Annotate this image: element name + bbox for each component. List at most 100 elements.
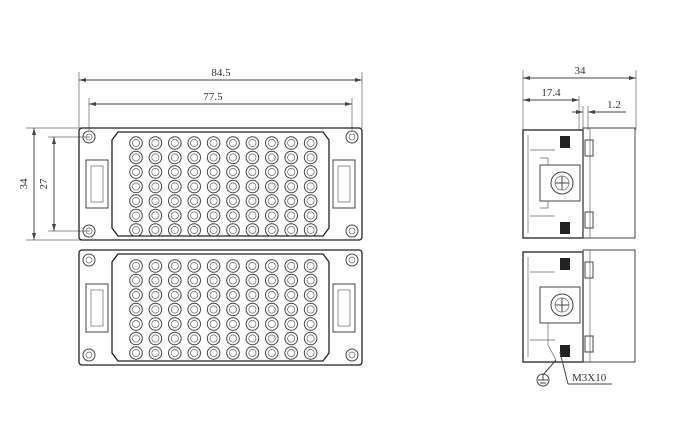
pin-contact-bottom <box>187 259 201 273</box>
pin-contact-top <box>265 179 279 194</box>
pin-contact-top <box>187 194 201 208</box>
pin-contact-bottom <box>129 331 143 346</box>
pin-contact-bottom-socket <box>132 305 140 314</box>
pin-contact-top-socket <box>248 226 257 234</box>
pin-contact-top <box>226 136 240 150</box>
pin-contact-bottom <box>206 317 221 331</box>
pin-contact-top <box>206 194 221 208</box>
pin-contact-top <box>303 136 318 150</box>
pin-contact-top-socket <box>151 211 160 220</box>
pin-contact-top-socket <box>248 182 257 191</box>
pin-contact-top-socket <box>170 182 179 191</box>
pin-contact-top <box>265 136 279 150</box>
pin-contact-bottom <box>303 273 318 288</box>
pin-contact-bottom <box>284 346 299 360</box>
pin-contact-bottom <box>187 346 201 360</box>
pin-contact-top-socket <box>132 168 140 176</box>
pin-contact-top-socket <box>248 139 257 147</box>
pin-contact-top-socket <box>209 226 218 234</box>
pin-contact-bottom-socket <box>267 320 276 328</box>
pin-contact-bottom <box>245 302 260 317</box>
pin-contact-top <box>226 208 240 223</box>
pin-contact-top <box>284 165 299 179</box>
pin-contact-bottom-socket <box>132 320 140 328</box>
pin-contact-bottom-socket <box>170 262 179 270</box>
pin-contact-top <box>206 223 221 237</box>
pin-contact-bottom <box>284 259 299 273</box>
pin-contact-bottom <box>129 259 143 273</box>
pin-contact-top <box>226 223 240 237</box>
pin-contact-top <box>168 208 182 223</box>
pin-contact-bottom-socket <box>287 320 296 328</box>
pin-contact-top-socket <box>267 168 276 176</box>
pin-contact-top-socket <box>132 211 140 220</box>
pin-contact-top <box>187 150 201 165</box>
pin-contact-bottom-socket <box>248 349 257 357</box>
pin-contact-top <box>245 179 260 194</box>
pin-contact-top-socket <box>306 168 315 176</box>
pin-contact-bottom-socket <box>170 320 179 328</box>
pin-contact-bottom-socket <box>170 349 179 357</box>
pin-contact-top-socket <box>209 153 218 162</box>
pin-contact-top-socket <box>306 153 315 162</box>
dim-depth-label: 17.4 <box>541 87 561 99</box>
pin-contact-top <box>265 208 279 223</box>
pin-contact-bottom-socket <box>170 305 179 314</box>
insert-top <box>78 127 363 241</box>
pin-contact-top-socket <box>170 226 179 234</box>
pin-contact-top-socket <box>229 182 237 191</box>
pin-contact-bottom <box>129 273 143 288</box>
pin-contact-bottom-socket <box>190 262 199 270</box>
pin-contact-top-socket <box>190 139 199 147</box>
pin-contact-bottom-socket <box>170 291 179 299</box>
pin-contact-bottom-socket <box>229 349 237 357</box>
pin-contact-bottom <box>226 302 240 317</box>
pin-contact-top-socket <box>132 182 140 191</box>
pin-contact-bottom-socket <box>248 334 257 343</box>
pin-contact-bottom <box>245 346 260 360</box>
pin-contact-bottom-socket <box>287 291 296 299</box>
pin-contact-top-socket <box>248 153 257 162</box>
pin-contact-top <box>245 136 260 150</box>
pin-contact-top <box>206 150 221 165</box>
pin-contact-bottom-socket <box>267 349 276 357</box>
pin-contact-top <box>284 194 299 208</box>
pin-contact-bottom <box>148 302 163 317</box>
pin-contact-bottom-socket <box>170 334 179 343</box>
pin-contact-bottom-socket <box>229 291 237 299</box>
pin-contact-bottom <box>303 302 318 317</box>
pin-contact-top-socket <box>209 139 218 147</box>
pin-contact-top-socket <box>170 211 179 220</box>
pin-contact-bottom-socket <box>132 334 140 343</box>
pin-contact-bottom <box>168 302 182 317</box>
pin-contact-bottom-socket <box>132 349 140 357</box>
pin-contact-bottom-socket <box>190 334 199 343</box>
pin-contact-top <box>187 223 201 237</box>
pin-contact-top-socket <box>151 182 160 191</box>
screw-head-icon-bottom <box>550 293 574 317</box>
pin-contact-bottom-socket <box>306 291 315 299</box>
pin-contact-bottom <box>303 259 318 273</box>
pin-contact-top-socket <box>267 139 276 147</box>
pin-contact-bottom <box>265 259 279 273</box>
pin-contact-top-socket <box>229 197 237 205</box>
pin-contact-bottom-socket <box>151 305 160 314</box>
dim-overall-height: 34 <box>18 127 82 241</box>
pin-contact-top <box>265 165 279 179</box>
pin-contact-top-socket <box>267 182 276 191</box>
pin-contact-bottom-socket <box>267 291 276 299</box>
pin-contact-bottom-socket <box>267 334 276 343</box>
pin-contact-top-socket <box>209 197 218 205</box>
pin-contact-bottom <box>303 317 318 331</box>
pin-contact-top-socket <box>132 226 140 234</box>
pin-contact-top <box>206 165 221 179</box>
pin-contact-bottom <box>303 346 318 360</box>
pin-contact-top <box>148 194 163 208</box>
pin-contact-bottom <box>226 331 240 346</box>
pin-contact-top-socket <box>287 226 296 234</box>
pin-contact-top <box>148 136 163 150</box>
side-view: 34 17.4 1.2 <box>522 65 637 387</box>
ground-screw-label: M3X10 <box>572 372 607 384</box>
pin-contact-bottom <box>206 273 221 288</box>
pin-contact-bottom-socket <box>267 276 276 285</box>
